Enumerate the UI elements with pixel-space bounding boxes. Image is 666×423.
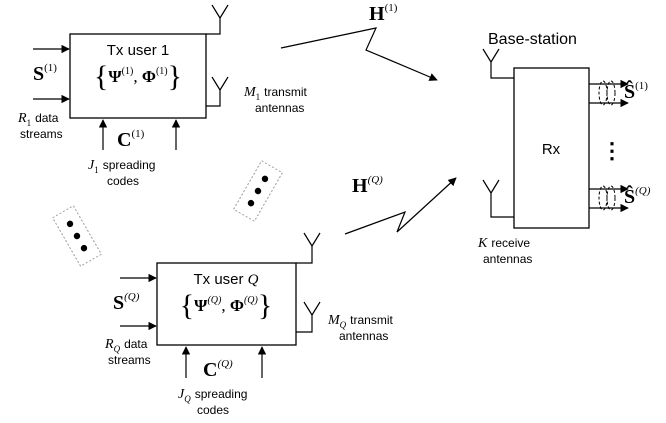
channel-q-lightning-arrow xyxy=(344,177,457,235)
rx-label: Rx xyxy=(542,141,561,158)
rx-antennas-label-2: antennas xyxy=(483,252,532,266)
tx-user-q-antenna-bottom xyxy=(296,301,321,333)
rx-antenna-top xyxy=(482,48,514,79)
tx-user-q-antenna-top xyxy=(296,232,321,264)
output-vdots: ⋮ xyxy=(601,138,623,163)
output-group-1-right xyxy=(606,80,616,106)
tx-user-1-streams-label-2: streams xyxy=(20,127,63,141)
channel-q: H(Q) xyxy=(344,174,457,235)
tx-user-1-symbol-s: S(1) xyxy=(33,62,57,85)
tx-user-q-antennas-label-2: antennas xyxy=(339,329,388,343)
tx-user-q-symbol-c: C(Q) xyxy=(203,358,233,381)
tx-user-1-title: Tx user 1 xyxy=(107,42,170,59)
tx-user-q-symbol-s: S(Q) xyxy=(113,291,140,314)
tx-user-q-params: {Ψ(Q), Φ(Q)} xyxy=(180,289,272,322)
channel-1-lightning-arrow xyxy=(280,27,438,81)
tx-user-q-title: Tx user Q xyxy=(193,271,258,288)
tx-user-1-symbol-c: C(1) xyxy=(117,128,145,151)
base-station-title: Base-station xyxy=(488,31,577,48)
channel-1-label: H(1) xyxy=(369,2,398,25)
tx-user-1-box xyxy=(69,33,207,119)
channel-q-label: H(Q) xyxy=(352,174,383,197)
channel-1: H(1) xyxy=(280,2,438,81)
tx-user-1-antenna-top xyxy=(206,4,229,35)
tx-user-1-params: {Ψ(1), Φ(1)} xyxy=(94,60,182,93)
tx-user-q-codes-label-2: codes xyxy=(197,403,229,417)
tx-user-q-streams-label-2: streams xyxy=(108,353,151,367)
tx-user-1-antenna-bottom xyxy=(206,76,229,107)
rx-box xyxy=(513,67,590,229)
output-symbol-q: Ŝ(Q) xyxy=(624,184,651,208)
ellipsis-box-lower xyxy=(51,205,103,267)
tx-user-q-box xyxy=(156,262,297,346)
output-group-q-right xyxy=(606,185,616,211)
rx-antenna-bottom xyxy=(482,179,514,218)
output-symbol-1: Ŝ(1) xyxy=(624,79,648,103)
tx-user-1-antennas-label-2: antennas xyxy=(255,101,304,115)
tx-user-1-codes-label-2: codes xyxy=(107,174,139,188)
ellipsis-box-upper xyxy=(232,160,284,222)
